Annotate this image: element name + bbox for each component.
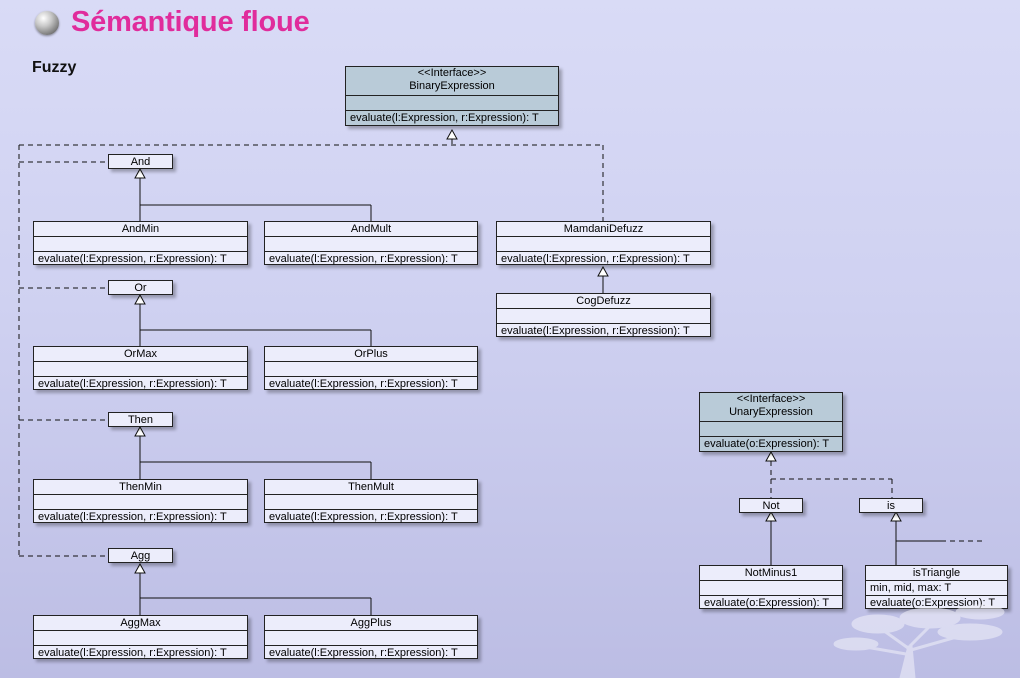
operation: evaluate(o:Expression): T (870, 597, 996, 609)
ormax-class: OrMax evaluate(l:Expression, r:Expressio… (33, 346, 248, 390)
attributes-compartment (265, 237, 477, 252)
operation: evaluate(l:Expression, r:Expression): T (269, 647, 458, 659)
operation: evaluate(l:Expression, r:Expression): T (38, 647, 227, 659)
notminus1-class: NotMinus1 evaluate(o:Expression): T (699, 565, 843, 609)
class-name: ThenMin (34, 480, 247, 495)
operation: evaluate(l:Expression, r:Expression): T (38, 511, 227, 523)
thenmin-class: ThenMin evaluate(l:Expression, r:Express… (33, 479, 248, 523)
agg-class: Agg (108, 548, 173, 563)
class-name: MamdaniDefuzz (497, 222, 710, 237)
attributes-compartment (497, 309, 710, 324)
attributes-compartment (34, 495, 247, 510)
andmin-class: AndMin evaluate(l:Expression, r:Expressi… (33, 221, 248, 265)
interface-name: BinaryExpression (409, 80, 495, 92)
title-bullet-icon (35, 11, 59, 35)
or-class: Or (108, 280, 173, 295)
operation: evaluate(l:Expression, r:Expression): T (38, 253, 227, 265)
is-class: is (859, 498, 923, 513)
attributes-compartment (700, 581, 842, 596)
unary-expression-interface: <<Interface>> UnaryExpression evaluate(o… (699, 392, 843, 452)
class-name: AggMax (34, 616, 247, 631)
class-name: isTriangle (866, 566, 1007, 581)
interface-stereotype: <<Interface>> (417, 67, 487, 79)
attributes-compartment (265, 631, 477, 646)
not-class: Not (739, 498, 803, 513)
thenmult-class: ThenMult evaluate(l:Expression, r:Expres… (264, 479, 478, 523)
andmult-class: AndMult evaluate(l:Expression, r:Express… (264, 221, 478, 265)
class-name: CogDefuzz (497, 294, 710, 309)
aggplus-class: AggPlus evaluate(l:Expression, r:Express… (264, 615, 478, 659)
binary-expression-interface: <<Interface>> BinaryExpression evaluate(… (345, 66, 559, 126)
operation: evaluate(o:Expression): T (700, 437, 842, 451)
attributes-compartment (265, 495, 477, 510)
unary-expression-header: <<Interface>> UnaryExpression (700, 393, 842, 422)
class-name: ThenMult (265, 480, 477, 495)
operation: evaluate(l:Expression, r:Expression): T (269, 511, 458, 523)
operation: evaluate(l:Expression, r:Expression): T (501, 253, 690, 265)
class-name: AggPlus (265, 616, 477, 631)
slide-subtitle: Fuzzy (32, 59, 77, 76)
class-name: AndMin (34, 222, 247, 237)
attributes-compartment (497, 237, 710, 252)
attribute: min, mid, max: T (866, 581, 1007, 596)
cogdefuzz-class: CogDefuzz evaluate(l:Expression, r:Expre… (496, 293, 711, 337)
tree-watermark-icon (833, 604, 1005, 678)
class-name: NotMinus1 (700, 566, 842, 581)
attributes-compartment (34, 237, 247, 252)
and-class: And (108, 154, 173, 169)
attributes-compartment (700, 422, 842, 437)
operation: evaluate(o:Expression): T (704, 597, 830, 609)
attributes-compartment (34, 631, 247, 646)
class-name: AndMult (265, 222, 477, 237)
attributes-compartment (265, 362, 477, 377)
orplus-class: OrPlus evaluate(l:Expression, r:Expressi… (264, 346, 478, 390)
istriangle-class: isTriangle min, mid, max: T evaluate(o:E… (865, 565, 1008, 609)
slide-title: Sémantique floue (71, 6, 310, 38)
mamdanidefuzz-class: MamdaniDefuzz evaluate(l:Expression, r:E… (496, 221, 711, 265)
then-class: Then (108, 412, 173, 427)
class-name: OrPlus (265, 347, 477, 362)
binary-expression-header: <<Interface>> BinaryExpression (346, 67, 558, 96)
interface-stereotype: <<Interface>> (736, 393, 806, 405)
operation: evaluate(l:Expression, r:Expression): T (38, 378, 227, 390)
aggmax-class: AggMax evaluate(l:Expression, r:Expressi… (33, 615, 248, 659)
attributes-compartment (34, 362, 247, 377)
interface-name: UnaryExpression (729, 406, 813, 418)
operation: evaluate(l:Expression, r:Expression): T (501, 325, 690, 337)
operation: evaluate(l:Expression, r:Expression): T (269, 253, 458, 265)
attributes-compartment (346, 96, 558, 111)
class-name: OrMax (34, 347, 247, 362)
operation: evaluate(l:Expression, r:Expression): T (346, 111, 558, 125)
operation: evaluate(l:Expression, r:Expression): T (269, 378, 458, 390)
